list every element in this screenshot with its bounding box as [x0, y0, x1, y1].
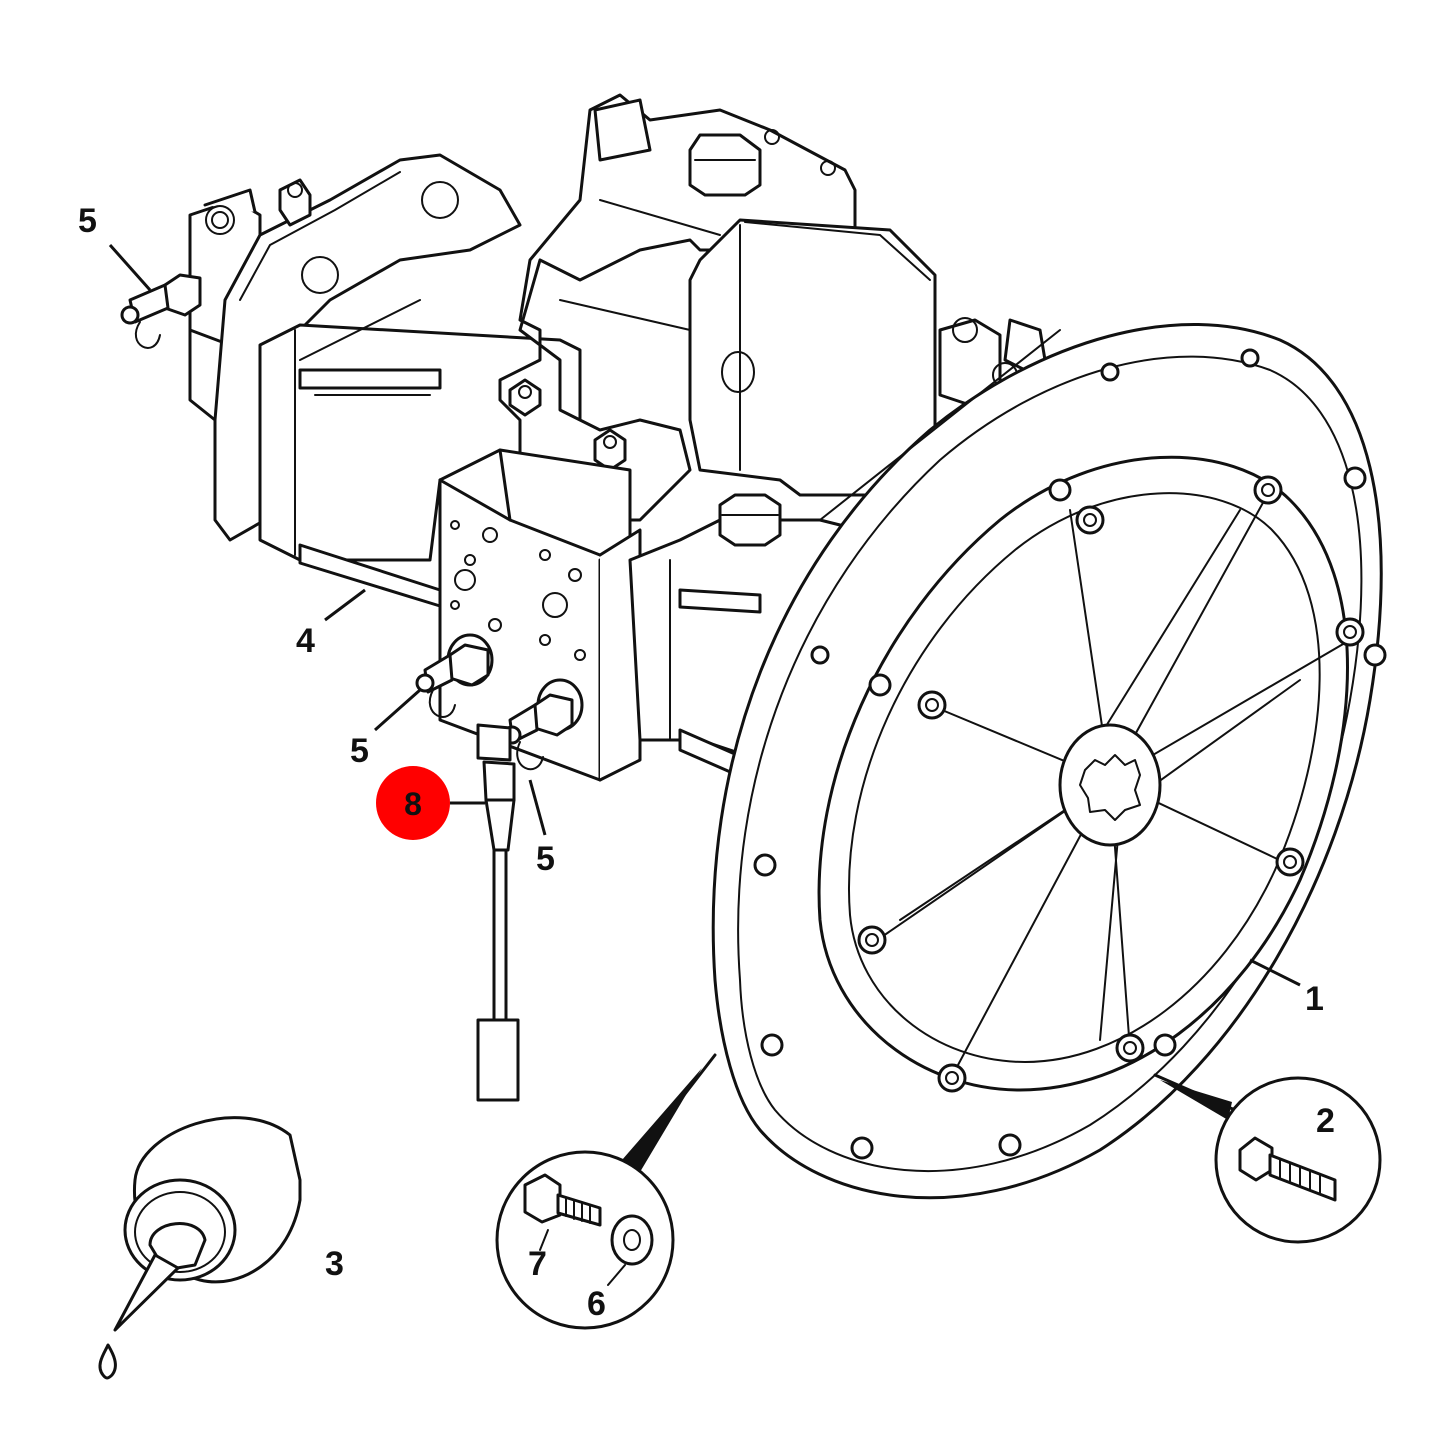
pressure-probe	[476, 723, 520, 1102]
callout-test-fitting-left: 5	[350, 732, 369, 770]
callout-pump-bolt: 7	[528, 1245, 547, 1283]
control-valve-housing	[498, 93, 937, 522]
leader-lines	[108, 244, 1301, 987]
callout-sealant-tube: 3	[325, 1245, 344, 1283]
sealant-tube	[98, 1116, 302, 1380]
mounting-flange	[711, 323, 1387, 1200]
callout-pressure-probe: 8	[404, 786, 422, 822]
test-fitting-left	[415, 643, 490, 718]
detail-bolt-washer	[495, 1053, 717, 1330]
detail-flange-bolt	[1153, 1073, 1382, 1244]
callout-washer: 6	[587, 1285, 606, 1323]
highlighted-callout[interactable]: 8	[376, 766, 450, 840]
callout-test-fitting-right: 5	[536, 840, 555, 878]
highlight-marker	[376, 766, 450, 840]
test-fitting-rear	[120, 273, 202, 349]
callout-flange-bolt: 2	[1316, 1102, 1335, 1140]
callout-pump-assembly: 1	[1305, 980, 1324, 1018]
callout-tie-rear-fitting: 5	[78, 202, 97, 240]
callout-tie-rod: 4	[296, 622, 315, 660]
